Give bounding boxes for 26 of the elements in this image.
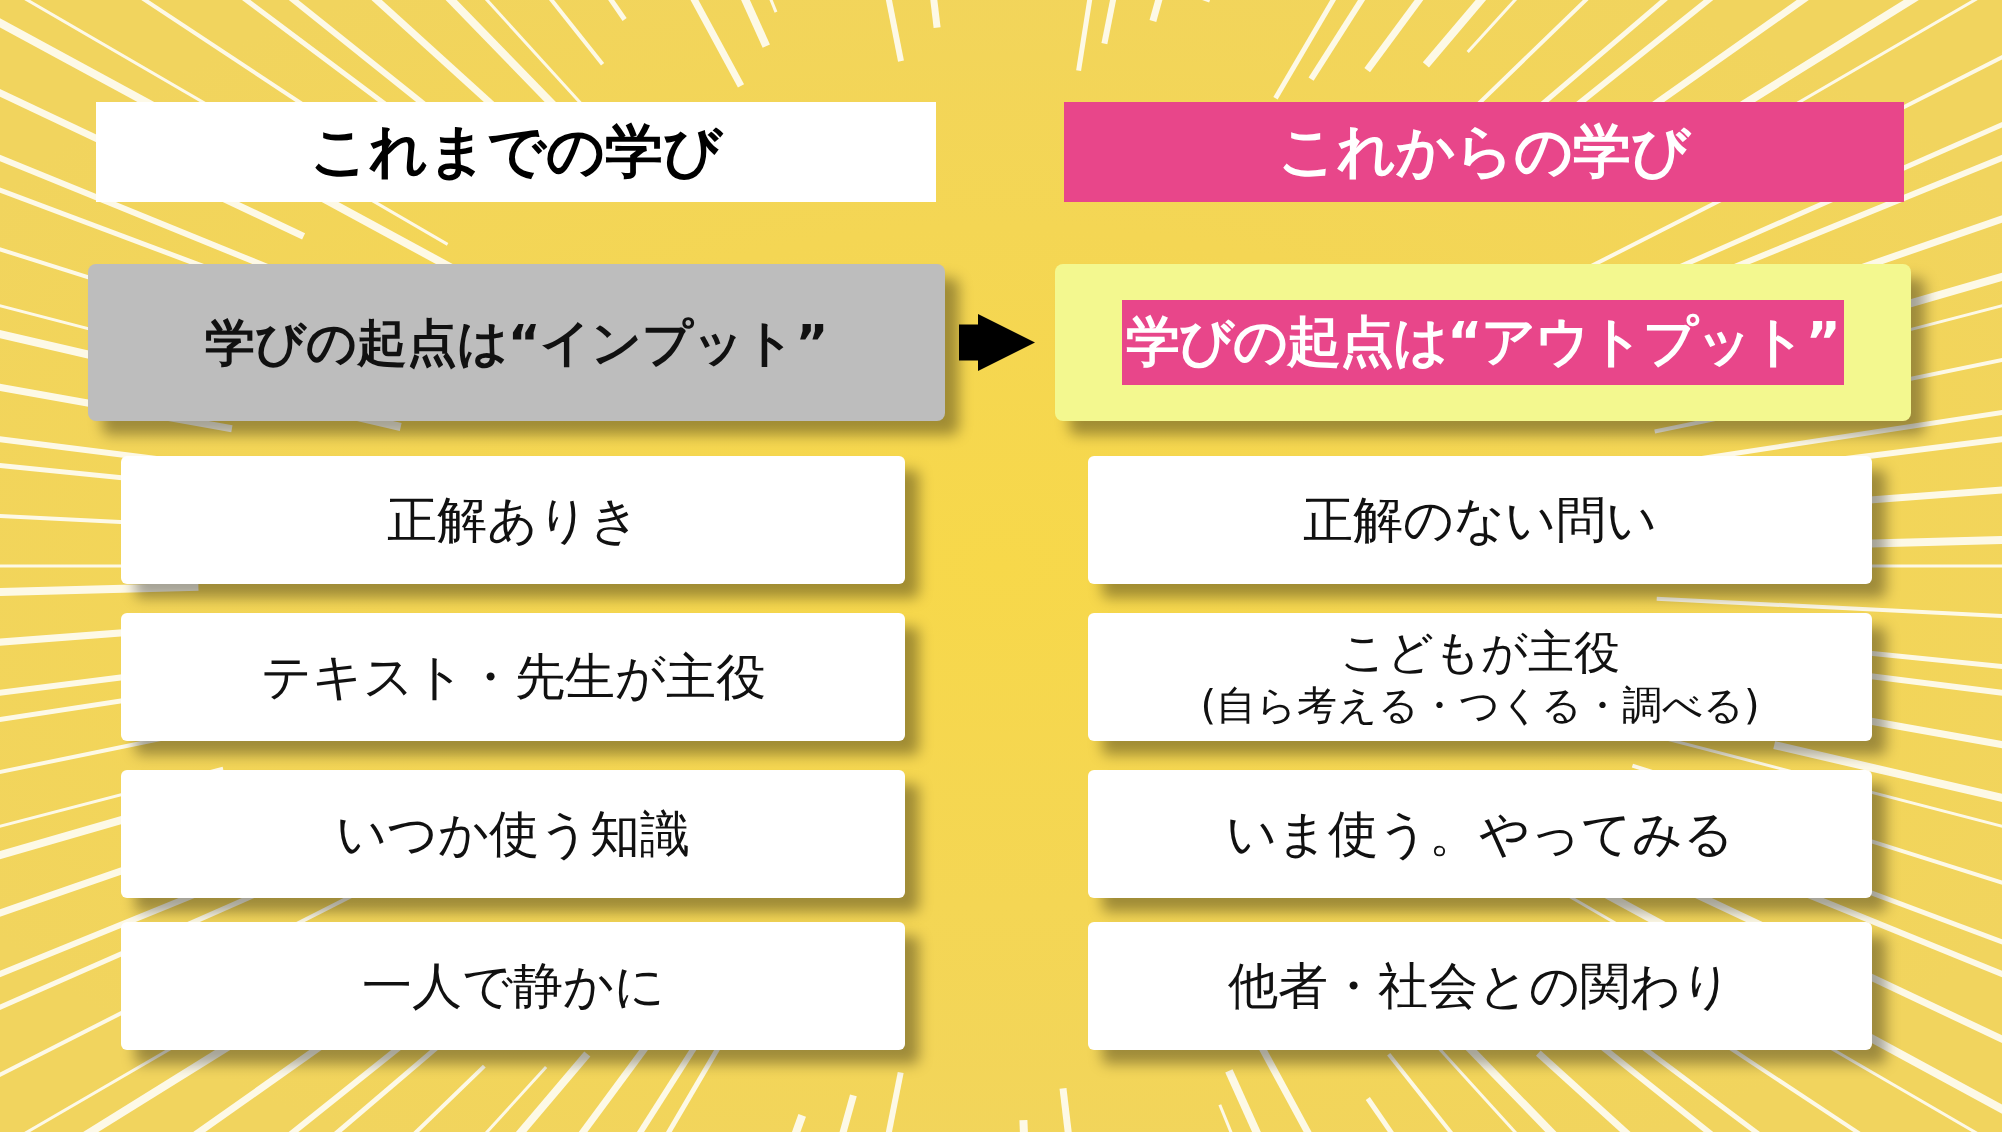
item-box <box>121 456 905 584</box>
item-box <box>121 613 905 741</box>
box-text: いま使う。やってみる <box>1226 804 1734 864</box>
key-point-box <box>1055 264 1911 421</box>
box-text: 正解ありき <box>386 490 640 550</box>
box-text: 他者・社会との関わり <box>1228 956 1732 1016</box>
item-box <box>121 922 905 1050</box>
box-text: 学びの起点は“インプット” <box>204 312 829 373</box>
box-text: いつか使う知識 <box>336 804 690 864</box>
box-text: (自ら考える・つくる・調べる) <box>1200 680 1760 729</box>
column-header <box>96 102 936 202</box>
column-header <box>1064 102 1904 202</box>
item-box <box>121 770 905 898</box>
box-text: テキスト・先生が主役 <box>260 647 766 707</box>
box-text: 正解のない問い <box>1303 490 1657 550</box>
item-box <box>1088 922 1872 1050</box>
item-box <box>1088 613 1872 741</box>
header-text: これまでの学び <box>310 117 722 187</box>
item-box <box>1088 770 1872 898</box>
arrow <box>959 313 1036 372</box>
highlighted-text: 学びの起点は“アウトプット” <box>1122 300 1844 385</box>
key-point-box <box>88 264 945 421</box>
header-text: これからの学び <box>1278 117 1690 187</box>
box-text: こどもが主役 <box>1340 625 1620 681</box>
box-text: 一人で静かに <box>361 956 665 1016</box>
item-box <box>1088 456 1872 584</box>
